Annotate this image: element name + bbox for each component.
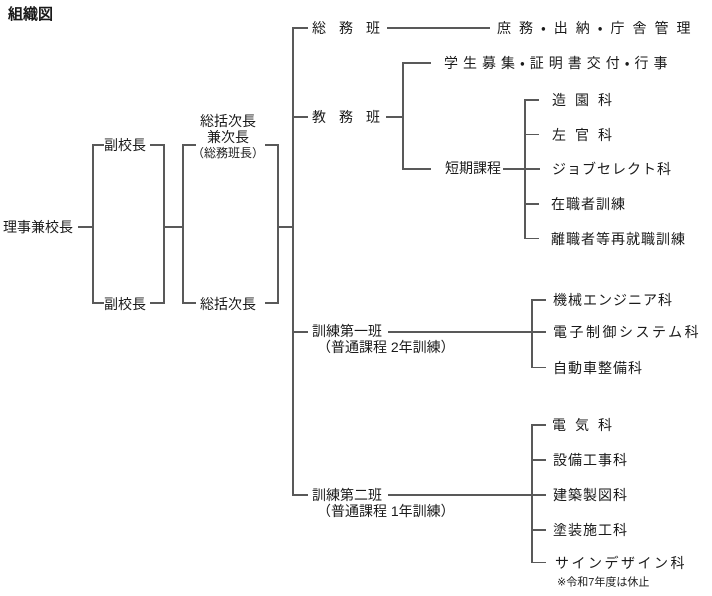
- node-general-affairs-section: 総務班: [312, 19, 393, 36]
- node-vice-principal-1: 副校長: [104, 136, 146, 153]
- node-deputy-1-line2: 兼次長: [207, 128, 249, 145]
- connector-line: [265, 302, 278, 304]
- connector-line: [388, 331, 546, 333]
- node-job-select-dept: ジョブセレクト科: [552, 160, 672, 177]
- connector-line: [531, 366, 547, 369]
- node-training-section-1-course: （普通課程 2年訓練）: [317, 338, 455, 355]
- connector-line: [292, 494, 309, 496]
- connector-line: [402, 62, 404, 170]
- node-student-recruitment: 学生募集・証明書交付・行事: [444, 54, 673, 71]
- node-sign-design-dept: サインデザイン科: [555, 554, 687, 571]
- connector-line: [531, 424, 533, 564]
- node-employed-training: 在職者訓練: [551, 195, 626, 212]
- node-short-term-course: 短期課程: [445, 159, 501, 176]
- node-training-section-2-course: （普通課程 1年訓練）: [317, 502, 455, 519]
- connector-line: [92, 144, 105, 146]
- connector-line: [277, 226, 294, 228]
- node-electronic-control-dept: 電子制御システム科: [553, 323, 702, 340]
- connector-line: [78, 226, 93, 228]
- node-general-affairs-duties: 庶務・出納・庁舎管理: [497, 19, 699, 36]
- node-vice-principal-2: 副校長: [104, 295, 146, 312]
- node-architectural-drafting-dept: 建築製図科: [553, 486, 628, 503]
- node-reemployment-training: 離職者等再就職訓練: [551, 230, 686, 247]
- connector-line: [386, 116, 403, 118]
- connector-line: [524, 99, 526, 240]
- connector-line: [524, 203, 540, 205]
- connector-line: [524, 133, 540, 136]
- connector-line: [150, 302, 164, 304]
- connector-line: [163, 226, 184, 228]
- page-title: 組織図: [8, 6, 54, 23]
- connector-line: [531, 299, 533, 369]
- connector-line: [531, 299, 547, 301]
- node-plastering-dept: 左官科: [552, 126, 621, 143]
- node-landscaping-dept: 造園科: [552, 91, 621, 108]
- connector-line: [182, 302, 197, 304]
- node-training-section-1: 訓練第一班: [312, 322, 382, 339]
- connector-line: [531, 424, 547, 426]
- connector-line: [531, 561, 547, 564]
- sign-design-suspension-note: ※令和7年度は休止: [557, 576, 650, 589]
- connector-line: [92, 302, 105, 304]
- node-training-section-2: 訓練第二班: [312, 486, 382, 503]
- connector-line: [182, 144, 184, 304]
- node-electrical-dept: 電気科: [552, 416, 621, 433]
- node-academic-affairs-section: 教務班: [312, 108, 393, 125]
- connector-line: [150, 144, 164, 146]
- connector-line: [388, 494, 546, 496]
- connector-line: [503, 168, 540, 170]
- connector-line: [182, 144, 197, 146]
- connector-line: [292, 116, 309, 118]
- connector-line: [292, 331, 309, 333]
- connector-line: [277, 144, 279, 304]
- node-deputy-2: 総括次長: [200, 295, 256, 312]
- node-principal: 理事兼校長: [3, 218, 73, 235]
- node-painting-dept: 塗装施工科: [553, 521, 628, 538]
- node-deputy-1-line1: 総括次長: [200, 112, 256, 129]
- connector-line: [531, 529, 547, 531]
- connector-line: [92, 144, 94, 304]
- connector-line: [163, 144, 165, 304]
- connector-line: [531, 459, 547, 461]
- connector-line: [292, 27, 294, 497]
- connector-line: [402, 168, 432, 170]
- connector-line: [387, 27, 490, 29]
- node-plumbing-dept: 設備工事科: [553, 451, 628, 468]
- node-machine-engineer-dept: 機械エンジニア科: [553, 291, 673, 308]
- connector-line: [292, 27, 309, 29]
- connector-line: [402, 62, 432, 64]
- node-auto-mechanic-dept: 自動車整備科: [553, 359, 643, 376]
- connector-line: [265, 144, 278, 146]
- connector-line: [524, 237, 540, 240]
- node-deputy-1-line3: （総務班長）: [191, 146, 265, 161]
- connector-line: [524, 99, 540, 101]
